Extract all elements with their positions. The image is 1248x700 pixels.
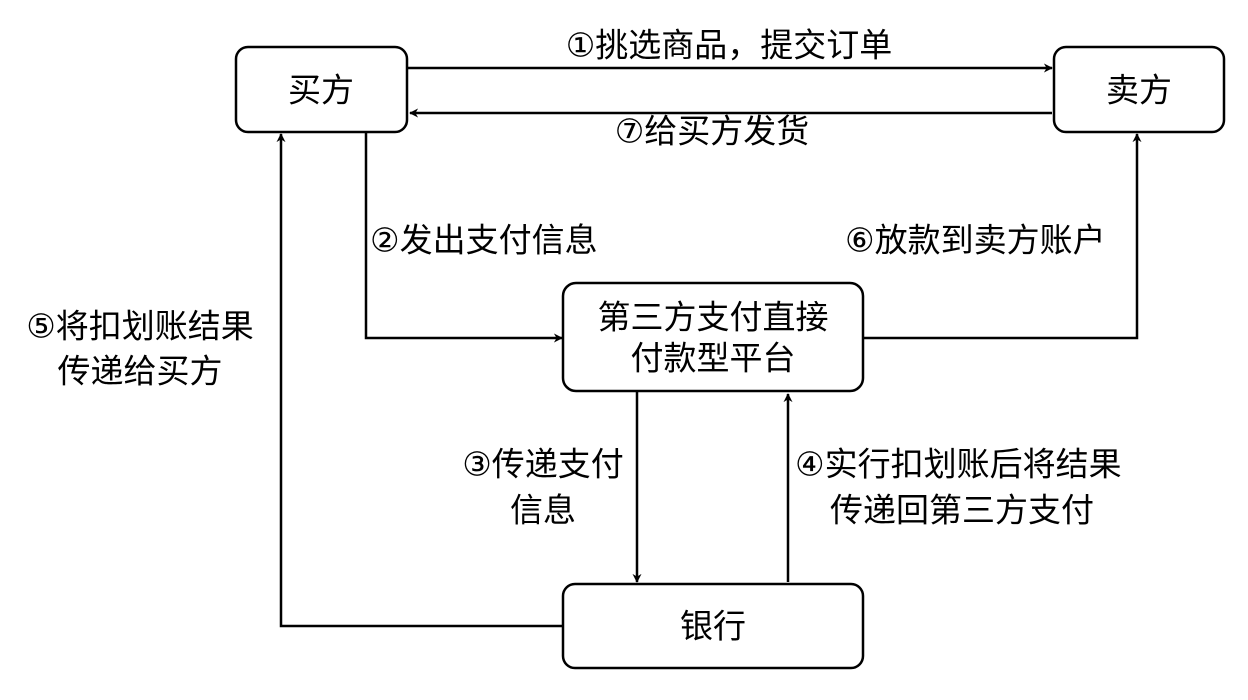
node-bank-label: 银行 [680, 607, 746, 646]
edge-bank-to-buyer [276, 133, 563, 628]
edge-label-step4-line2: 传递回第三方支付 [830, 491, 1094, 530]
edge-label-step6: ⑥放款到卖方账户 [845, 221, 1106, 260]
node-buyer-label: 买方 [288, 71, 354, 110]
node-platform-label-line1: 第三方支付直接 [598, 298, 829, 337]
edge-label-step2: ②发出支付信息 [370, 221, 598, 260]
edge-label-step7: ⑦给买方发货 [615, 112, 810, 151]
node-buyer: 买方 [234, 45, 409, 134]
edge-label-step5-line2: 传递给买方 [58, 352, 223, 391]
node-seller: 卖方 [1052, 45, 1226, 134]
edge-platform-to-seller [864, 133, 1142, 340]
edge-label-step4-line1: ④实行扣划账后将结果 [795, 445, 1122, 484]
edge-label-step5-line1: ⑤将扣划账结果 [26, 307, 254, 346]
node-bank: 银行 [561, 582, 865, 670]
edge-label-step1: ①挑选商品，提交订单 [566, 26, 893, 65]
edge-label-step3-line1: ③传递支付 [462, 445, 624, 484]
node-seller-label: 卖方 [1106, 71, 1172, 110]
node-platform: 第三方支付直接 付款型平台 [561, 281, 865, 393]
edge-label-step3-line2: 信息 [510, 491, 576, 530]
node-platform-label-line2: 付款型平台 [631, 339, 796, 378]
edge-buyer-to-platform [364, 132, 563, 343]
